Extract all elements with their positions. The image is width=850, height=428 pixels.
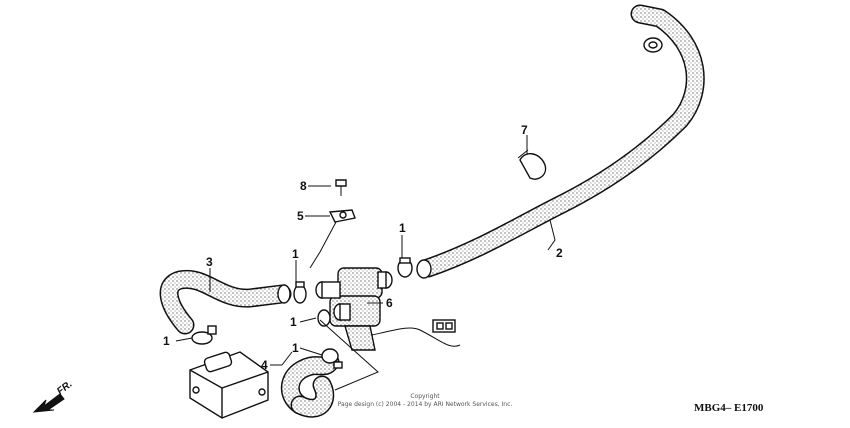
callout-7: 7 [521, 123, 528, 137]
callout-5: 5 [297, 209, 304, 223]
callout-6: 6 [386, 296, 393, 310]
callout-1-hose3: 1 [292, 247, 299, 261]
clamp-1-left[interactable] [191, 325, 217, 345]
copyright-line-2: Page design (c) 2004 - 2014 by ARI Netwo… [338, 401, 513, 408]
bolt-8[interactable] [335, 179, 347, 196]
hose-2[interactable] [416, 4, 705, 279]
callout-1-valve: 1 [290, 315, 297, 329]
hose-4[interactable] [281, 352, 340, 418]
bracket-5[interactable] [309, 209, 356, 269]
callout-4: 4 [261, 358, 268, 372]
callout-8: 8 [300, 179, 307, 193]
callout-1-left: 1 [163, 334, 170, 348]
clip-7[interactable] [517, 149, 547, 180]
callout-1-right: 1 [399, 221, 406, 235]
diagram-code: MBG4– E1700 [694, 402, 764, 414]
clamp-1-lower[interactable] [321, 348, 343, 369]
front-label: FR. [55, 379, 74, 398]
leader-lines [175, 135, 556, 391]
air-chamber[interactable] [189, 351, 269, 419]
clamp-1-valve[interactable] [317, 309, 331, 327]
clamp-1-right[interactable] [397, 257, 413, 278]
callout-1-lower: 1 [292, 341, 299, 355]
callout-2: 2 [556, 246, 563, 260]
front-indicator: FR. [32, 379, 75, 413]
copyright-line-1: Copyright [410, 393, 440, 400]
clamp-1-hose3[interactable] [293, 281, 307, 304]
front-arrow-icon [32, 393, 65, 413]
hose-3[interactable] [159, 269, 292, 335]
callout-3: 3 [206, 255, 213, 269]
